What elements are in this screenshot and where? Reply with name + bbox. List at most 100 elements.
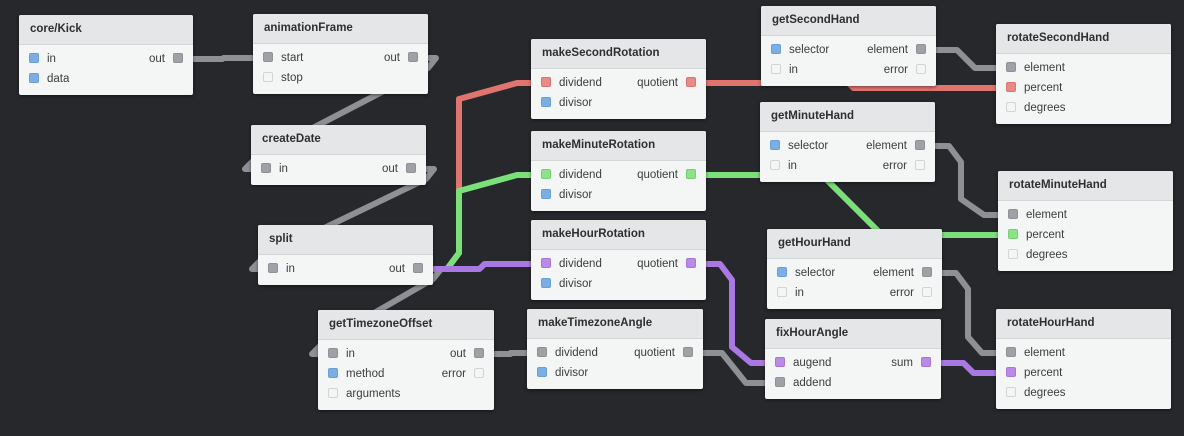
- input-port-selector[interactable]: selector: [770, 136, 828, 156]
- output-port-out[interactable]: out: [384, 48, 418, 68]
- port-socket-icon[interactable]: [261, 162, 271, 173]
- input-port-divisor[interactable]: divisor: [541, 93, 592, 113]
- wire-gray[interactable]: [919, 47, 1013, 71]
- port-socket-icon[interactable]: [541, 188, 551, 199]
- wire-gray[interactable]: [249, 166, 437, 272]
- wire-purple[interactable]: [689, 261, 782, 366]
- output-port-out[interactable]: out: [382, 159, 416, 179]
- input-port-in[interactable]: in: [770, 156, 797, 176]
- input-port-augend[interactable]: augend: [775, 353, 831, 373]
- port-socket-icon[interactable]: [413, 262, 423, 273]
- port-socket-icon[interactable]: [1006, 61, 1016, 72]
- input-port-addend[interactable]: addend: [775, 373, 831, 393]
- output-port-out[interactable]: out: [149, 49, 183, 69]
- port-socket-icon[interactable]: [406, 162, 416, 173]
- port-socket-icon[interactable]: [770, 139, 780, 150]
- input-port-in[interactable]: in: [261, 159, 288, 179]
- wire-gray[interactable]: [242, 55, 439, 172]
- input-port-in[interactable]: in: [29, 49, 56, 69]
- output-port-error[interactable]: error: [884, 60, 926, 80]
- input-port-dividend[interactable]: dividend: [541, 73, 602, 93]
- port-socket-icon[interactable]: [916, 63, 926, 74]
- input-port-percent[interactable]: percent: [1006, 363, 1062, 383]
- wire-gray[interactable]: [477, 350, 544, 357]
- port-socket-icon[interactable]: [1008, 228, 1018, 239]
- output-port-error[interactable]: error: [442, 364, 484, 384]
- port-socket-icon[interactable]: [771, 63, 781, 74]
- port-socket-icon[interactable]: [1006, 366, 1016, 377]
- port-socket-icon[interactable]: [770, 159, 780, 170]
- port-socket-icon[interactable]: [683, 346, 693, 357]
- input-port-percent[interactable]: percent: [1008, 225, 1064, 245]
- wire-purple[interactable]: [924, 360, 1013, 376]
- input-port-element[interactable]: element: [1008, 205, 1067, 225]
- port-socket-icon[interactable]: [777, 286, 787, 297]
- port-socket-icon[interactable]: [541, 277, 551, 288]
- input-port-degrees[interactable]: degrees: [1008, 245, 1068, 265]
- port-socket-icon[interactable]: [328, 367, 338, 378]
- port-socket-icon[interactable]: [916, 43, 926, 54]
- port-socket-icon[interactable]: [775, 376, 785, 387]
- input-port-method[interactable]: method: [328, 364, 384, 384]
- port-socket-icon[interactable]: [771, 43, 781, 54]
- wire-gray[interactable]: [925, 270, 1013, 356]
- port-socket-icon[interactable]: [474, 367, 484, 378]
- port-socket-icon[interactable]: [1006, 101, 1016, 112]
- wire-gray[interactable]: [176, 55, 270, 62]
- output-port-element[interactable]: element: [866, 136, 925, 156]
- input-port-divisor[interactable]: divisor: [541, 274, 592, 294]
- port-socket-icon[interactable]: [29, 72, 39, 83]
- input-port-element[interactable]: element: [1006, 343, 1065, 363]
- input-port-dividend[interactable]: dividend: [541, 165, 602, 185]
- output-port-sum[interactable]: sum: [891, 353, 931, 373]
- port-socket-icon[interactable]: [775, 356, 785, 367]
- port-socket-icon[interactable]: [922, 266, 932, 277]
- input-port-dividend[interactable]: dividend: [537, 343, 598, 363]
- input-port-stop[interactable]: stop: [263, 68, 303, 88]
- port-socket-icon[interactable]: [263, 51, 273, 62]
- port-socket-icon[interactable]: [686, 168, 696, 179]
- port-socket-icon[interactable]: [173, 52, 183, 63]
- wire-purple[interactable]: [416, 261, 548, 272]
- port-socket-icon[interactable]: [268, 262, 278, 273]
- output-port-out[interactable]: out: [389, 259, 423, 279]
- input-port-element[interactable]: element: [1006, 58, 1065, 78]
- port-socket-icon[interactable]: [915, 159, 925, 170]
- port-socket-icon[interactable]: [541, 257, 551, 268]
- input-port-arguments[interactable]: arguments: [328, 384, 400, 404]
- port-socket-icon[interactable]: [777, 266, 787, 277]
- port-socket-icon[interactable]: [1008, 208, 1018, 219]
- port-socket-icon[interactable]: [1006, 81, 1016, 92]
- port-socket-icon[interactable]: [541, 76, 551, 87]
- output-port-quotient[interactable]: quotient: [637, 254, 696, 274]
- output-port-error[interactable]: error: [883, 156, 925, 176]
- port-socket-icon[interactable]: [328, 347, 338, 358]
- port-socket-icon[interactable]: [1006, 386, 1016, 397]
- port-socket-icon[interactable]: [1006, 346, 1016, 357]
- port-socket-icon[interactable]: [541, 96, 551, 107]
- input-port-in[interactable]: in: [268, 259, 295, 279]
- wire-gray[interactable]: [686, 350, 782, 386]
- output-port-quotient[interactable]: quotient: [637, 73, 696, 93]
- input-port-in[interactable]: in: [777, 283, 804, 303]
- input-port-divisor[interactable]: divisor: [537, 363, 588, 383]
- input-port-selector[interactable]: selector: [777, 263, 835, 283]
- wire-green[interactable]: [416, 172, 548, 272]
- port-socket-icon[interactable]: [263, 71, 273, 82]
- port-socket-icon[interactable]: [915, 139, 925, 150]
- input-port-start[interactable]: start: [263, 48, 303, 68]
- port-socket-icon[interactable]: [328, 387, 338, 398]
- input-port-degrees[interactable]: degrees: [1006, 98, 1066, 118]
- input-port-in[interactable]: in: [328, 344, 355, 364]
